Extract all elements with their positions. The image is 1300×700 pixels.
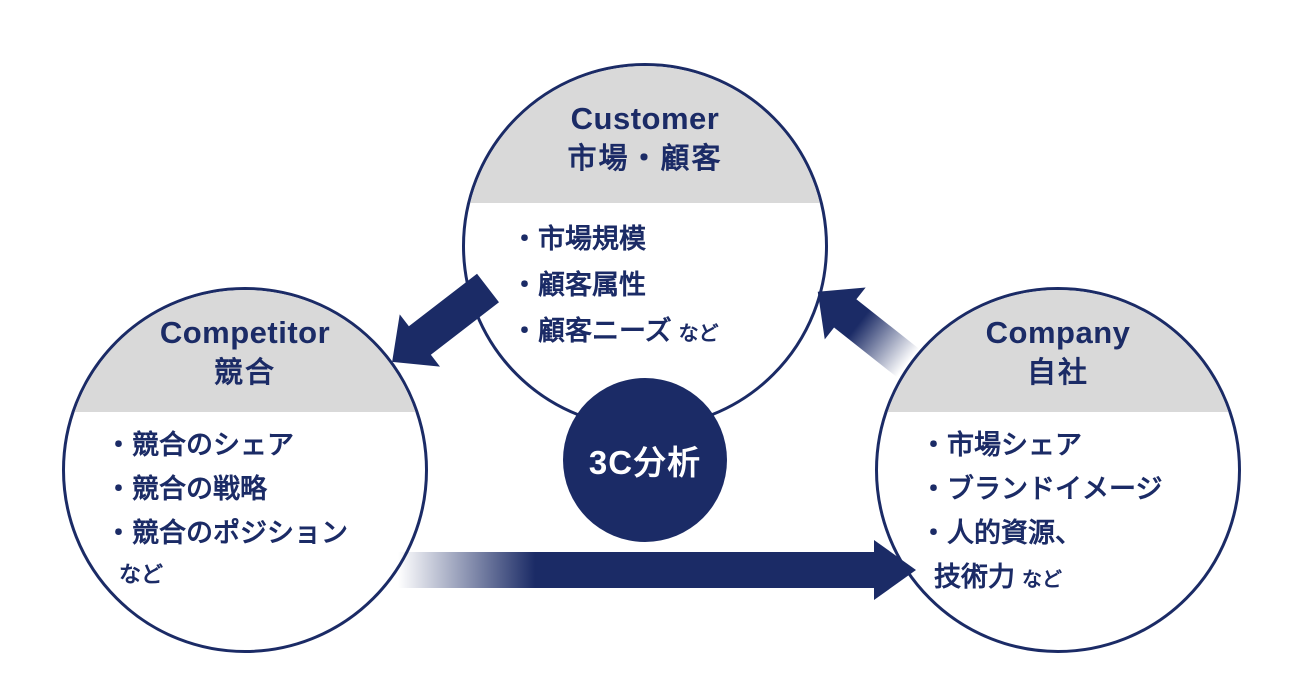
center-3c-label: 3C分析 [588, 444, 702, 481]
list-item: ・ブランドイメージ [920, 474, 1163, 504]
competitor-title-en: Competitor [159, 315, 331, 350]
list-item-suffix: など [1022, 569, 1062, 591]
company-header: Company 自社 [878, 290, 1238, 412]
list-item: ・市場規模 [511, 224, 646, 254]
customer-title-en: Customer [570, 101, 720, 136]
competitor-item-list: ・競合のシェア ・競合の戦略 ・競合のポジション など [65, 412, 425, 595]
company-circle: Company 自社 ・市場シェア ・ブランドイメージ ・人的資源、 技術力など [875, 287, 1241, 653]
list-item: ・競合の戦略 [105, 474, 267, 504]
list-item: ・競合のシェア [105, 430, 294, 460]
competitor-circle: Competitor 競合 ・競合のシェア ・競合の戦略 ・競合のポジション な… [62, 287, 428, 653]
customer-title-ja: 市場・顧客 [567, 143, 723, 175]
list-item: 技術力など [920, 555, 1238, 602]
company-item-list: ・市場シェア ・ブランドイメージ ・人的資源、 技術力など [878, 412, 1238, 602]
list-item: ・顧客属性 [511, 270, 646, 300]
list-item-text: ・顧客ニーズ [511, 316, 672, 346]
list-item: ・人的資源、 [920, 518, 1082, 548]
list-item-suffix: など [678, 323, 719, 345]
list-item: ・市場シェア [920, 430, 1082, 460]
list-item: ・顧客ニーズなど [511, 308, 825, 357]
competitor-title-ja: 競合 [213, 357, 276, 389]
company-title-en: Company [985, 315, 1131, 350]
list-item-text: 技術力 [934, 562, 1015, 592]
center-3c-badge: 3C分析 [563, 378, 727, 542]
customer-circle: Customer 市場・顧客 ・市場規模 ・顧客属性 ・顧客ニーズなど [462, 63, 828, 429]
list-item-suffix: など [119, 562, 164, 587]
customer-item-list: ・市場規模 ・顧客属性 ・顧客ニーズなど [465, 203, 825, 357]
list-item: ・競合のポジション [105, 518, 348, 548]
competitor-header: Competitor 競合 [65, 290, 425, 412]
customer-header: Customer 市場・顧客 [465, 66, 825, 203]
arrow-competitor-to-company [398, 540, 916, 600]
company-title-ja: 自社 [1026, 357, 1089, 389]
